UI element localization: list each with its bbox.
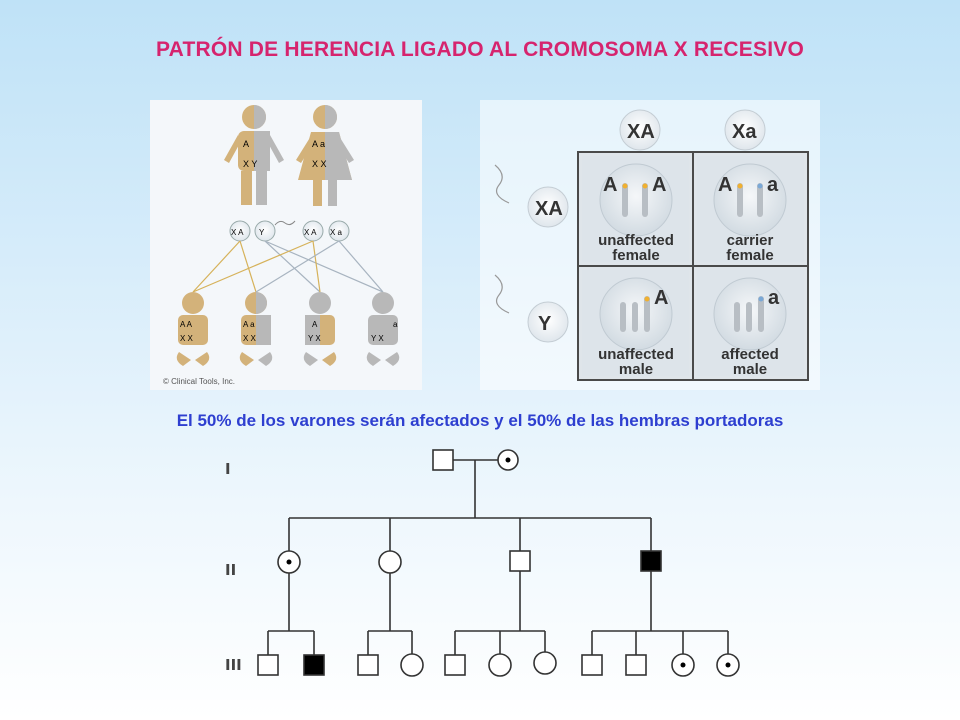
copyright-text: © Clinical Tools, Inc. <box>163 377 235 386</box>
child-chromosome-label: X X <box>180 334 194 343</box>
child-allele-label: A A <box>180 320 193 329</box>
family-gamete-label: X A <box>231 228 244 237</box>
sperm-tail <box>274 220 296 226</box>
child-allele-label: A <box>312 320 318 329</box>
sperm-tail <box>494 274 510 314</box>
father-chromosome-label: X Y <box>243 159 257 169</box>
punnett-header-label: Y <box>538 313 552 335</box>
child-chromosome-label: Y X <box>308 334 321 343</box>
female-symbol <box>488 653 512 677</box>
family-gamete-label: Y <box>259 228 265 237</box>
punnett-cell-line1: affected <box>721 346 779 363</box>
female-symbol <box>378 550 402 574</box>
male-symbol <box>257 654 279 676</box>
punnett-allele-label: a <box>768 287 780 309</box>
father-allele-label: A <box>243 139 249 149</box>
punnett-header-label: XA <box>627 121 655 143</box>
subtitle-caption: El 50% de los varones serán afectados y … <box>176 411 784 430</box>
punnett-cell-line1: unaffected <box>598 232 674 249</box>
punnett-row-header: Y <box>494 274 569 343</box>
sperm-tail <box>494 164 510 204</box>
punnett-cell-affected-male: a affected male <box>697 270 804 378</box>
family-gamete-label: X A <box>304 228 317 237</box>
pedigree-chart: I II III <box>225 449 740 677</box>
male-symbol <box>432 449 454 471</box>
female-symbol <box>400 653 424 677</box>
punnett-cell-line1: carrier <box>727 232 774 249</box>
punnett-cell-unaffected-female: A A unaffected female <box>582 156 689 264</box>
affected-male-symbol <box>303 654 325 676</box>
female-symbol <box>533 651 557 675</box>
family-cross-lines <box>192 240 384 293</box>
generation-label: I <box>225 460 231 478</box>
punnett-cell-carrier-female: A a carrier female <box>697 156 804 264</box>
child-figure: a Y X <box>366 292 400 366</box>
punnett-allele-label: A <box>652 174 666 196</box>
mother-figure: A a X X <box>296 105 354 206</box>
child-figure: A Y X <box>303 292 337 366</box>
punnett-cell-line2: male <box>619 361 653 378</box>
punnett-allele-label: A <box>654 287 668 309</box>
punnett-cell-line1: unaffected <box>598 346 674 363</box>
punnett-cell-line2: female <box>726 247 774 264</box>
punnett-header-label: Xa <box>732 121 757 143</box>
punnett-col-header: XA <box>619 109 661 151</box>
family-figure: A X Y A a X X X A Y X A X a <box>150 100 422 390</box>
carrier-female-symbol <box>716 653 740 677</box>
punnett-cell-line2: male <box>733 361 767 378</box>
punnett-allele-label: A <box>718 174 732 196</box>
male-symbol <box>357 654 379 676</box>
carrier-female-symbol <box>497 449 519 471</box>
father-figure: A X Y <box>224 105 284 205</box>
page-title: PATRÓN DE HERENCIA LIGADO AL CROMOSOMA X… <box>155 38 804 61</box>
male-symbol <box>625 654 647 676</box>
punnett-col-header: Xa <box>724 109 766 151</box>
punnett-allele-label: A <box>603 174 617 196</box>
generation-label: II <box>225 561 236 579</box>
male-symbol <box>509 550 531 572</box>
punnett-cell-line2: female <box>612 247 660 264</box>
child-allele-label: A a <box>243 320 255 329</box>
child-figure: A A X X <box>176 292 210 366</box>
affected-male-symbol <box>640 550 662 572</box>
child-chromosome-label: X X <box>243 334 257 343</box>
punnett-header-label: XA <box>535 198 563 220</box>
family-gametes: X A Y X A X a <box>229 220 350 242</box>
family-gamete-label: X a <box>330 228 343 237</box>
punnett-allele-label: a <box>767 174 779 196</box>
punnett-cell-unaffected-male: A unaffected male <box>582 270 689 378</box>
carrier-female-symbol <box>277 550 301 574</box>
male-symbol <box>581 654 603 676</box>
carrier-female-symbol <box>671 653 695 677</box>
generation-label: III <box>225 656 242 674</box>
punnett-row-header: XA <box>494 164 569 228</box>
child-chromosome-label: Y X <box>371 334 384 343</box>
mother-allele-label: A a <box>312 139 325 149</box>
mother-chromosome-label: X X <box>312 159 327 169</box>
punnett-square: XA Xa XA Y A A <box>480 100 820 390</box>
child-figure: A a X X <box>239 292 273 366</box>
family-figure-bg <box>150 100 422 390</box>
child-allele-label: a <box>393 320 398 329</box>
male-symbol <box>444 654 466 676</box>
